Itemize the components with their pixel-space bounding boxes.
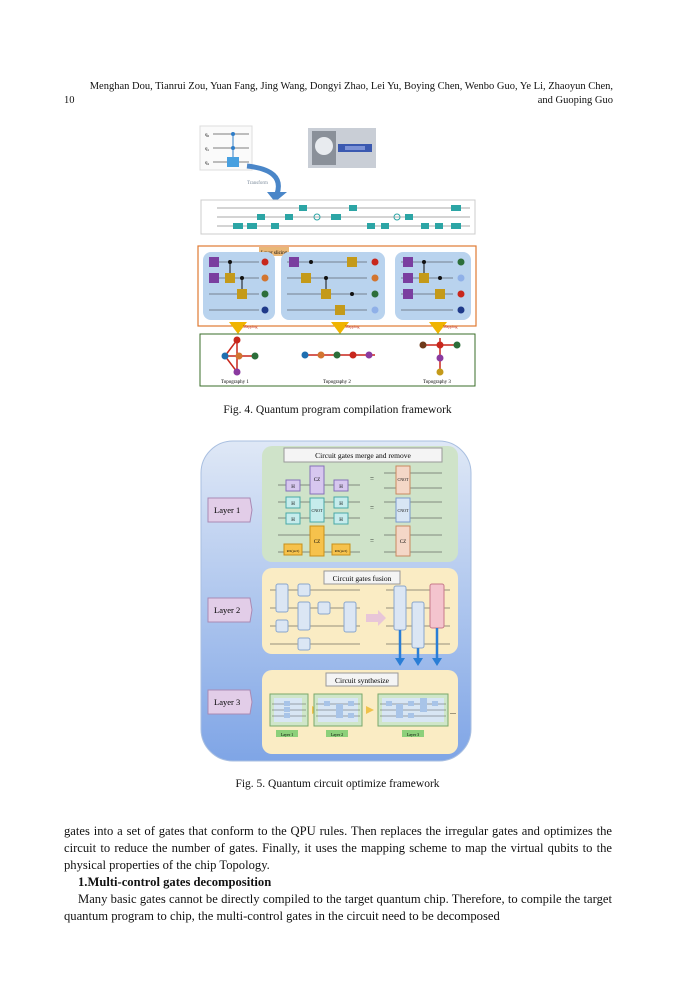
gate-label: CZ bbox=[400, 540, 406, 545]
equals-sign: = bbox=[370, 504, 374, 512]
layer-labels: Layer 1 Layer 2 Layer 3 bbox=[207, 497, 253, 715]
topography-label: Topography 1 bbox=[221, 380, 249, 385]
layer-label: Layer 3 bbox=[214, 697, 240, 707]
transform-arrow: Transform bbox=[246, 163, 287, 202]
layer-label: Layer 2 bbox=[214, 605, 240, 615]
equals-sign: = bbox=[370, 475, 374, 483]
gate-label: H bbox=[339, 518, 343, 523]
layering-region: Layer slicing bbox=[197, 245, 477, 327]
qubit-label: q₂ bbox=[205, 161, 210, 166]
section-heading: 1.Multi-control gates decomposition bbox=[78, 875, 272, 889]
paragraph: Many basic gates cannot be directly comp… bbox=[64, 892, 612, 923]
panel-fusion: Circuit gates fusion bbox=[262, 568, 458, 666]
decomposed-circuit bbox=[200, 199, 476, 235]
header-authors-cont: and Guoping Guo bbox=[537, 95, 613, 106]
ellipsis: ... bbox=[450, 707, 456, 716]
gate-label: CNOT bbox=[398, 508, 409, 513]
figure-5-caption: Fig. 5. Quantum circuit optimize framewo… bbox=[235, 778, 440, 790]
gate-label: H bbox=[339, 502, 343, 507]
paragraph: gates into a set of gates that conform t… bbox=[64, 824, 612, 872]
mapping-label: Mapping bbox=[443, 324, 457, 329]
gate-label: CNOT bbox=[398, 477, 409, 482]
gate-label: RX(pi/2) bbox=[287, 549, 300, 553]
header-authors: Menghan Dou, Tianrui Zou, Yuan Fang, Jin… bbox=[89, 81, 613, 92]
mini-layer-label: Layer 1 bbox=[281, 732, 293, 737]
panel-title: Circuit gates fusion bbox=[333, 574, 392, 583]
mini-layer-label: Layer 3 bbox=[407, 732, 419, 737]
gate-label: CZ bbox=[314, 540, 320, 545]
topography-label: Topography 2 bbox=[323, 380, 351, 385]
figure-4-diagram: q₀ q₁ q₂ Transform bbox=[197, 125, 477, 387]
mini-layer-label: Layer 2 bbox=[331, 732, 343, 737]
input-circuit: q₀ q₁ q₂ bbox=[199, 125, 253, 171]
panel-title: Circuit synthesize bbox=[335, 676, 390, 685]
gate-label: H bbox=[291, 502, 295, 507]
panel-synthesize: Circuit synthesize Layer 1 Layer 2 bbox=[262, 670, 458, 754]
figure-4: q₀ q₁ q₂ Transform bbox=[195, 122, 480, 390]
topography-region: Topography 1 Topography 2 Topography 3 bbox=[199, 333, 476, 387]
body-text: gates into a set of gates that conform t… bbox=[64, 823, 612, 925]
equals-sign: = bbox=[370, 537, 374, 545]
running-header: Menghan Dou, Tianrui Zou, Yuan Fang, Jin… bbox=[64, 80, 613, 108]
gate-label: CNOT bbox=[312, 508, 323, 513]
mapping-label: Mapping bbox=[243, 324, 257, 329]
chip-photo bbox=[308, 128, 376, 168]
gate-label: H bbox=[291, 518, 295, 523]
figure-5-diagram: Layer 1 Layer 2 Layer 3 Circuit gates me… bbox=[200, 440, 472, 762]
gate-label: H bbox=[291, 485, 295, 490]
gate-label: CZ bbox=[314, 478, 320, 483]
transform-label: Transform bbox=[247, 181, 268, 186]
qubit-label: q₁ bbox=[205, 147, 210, 152]
topography-label: Topography 3 bbox=[423, 380, 451, 385]
gate-label: RX(pi/2) bbox=[335, 549, 348, 553]
mapping-arrows: Mapping Mapping Mapping bbox=[229, 322, 457, 334]
layer-label: Layer 1 bbox=[214, 505, 240, 515]
panel-title: Circuit gates merge and remove bbox=[315, 451, 411, 460]
qubit-label: q₀ bbox=[205, 133, 210, 138]
layer-label: Layer slicing bbox=[261, 251, 288, 256]
figure-4-caption: Fig. 4. Quantum program compilation fram… bbox=[223, 404, 452, 416]
mapping-label: Mapping bbox=[345, 324, 359, 329]
page-number: 10 bbox=[64, 95, 75, 106]
panel-merge-remove: Circuit gates merge and remove H CZ H H … bbox=[262, 446, 458, 562]
figure-5: Layer 1 Layer 2 Layer 3 Circuit gates me… bbox=[200, 440, 472, 762]
gate-label: H bbox=[339, 485, 343, 490]
